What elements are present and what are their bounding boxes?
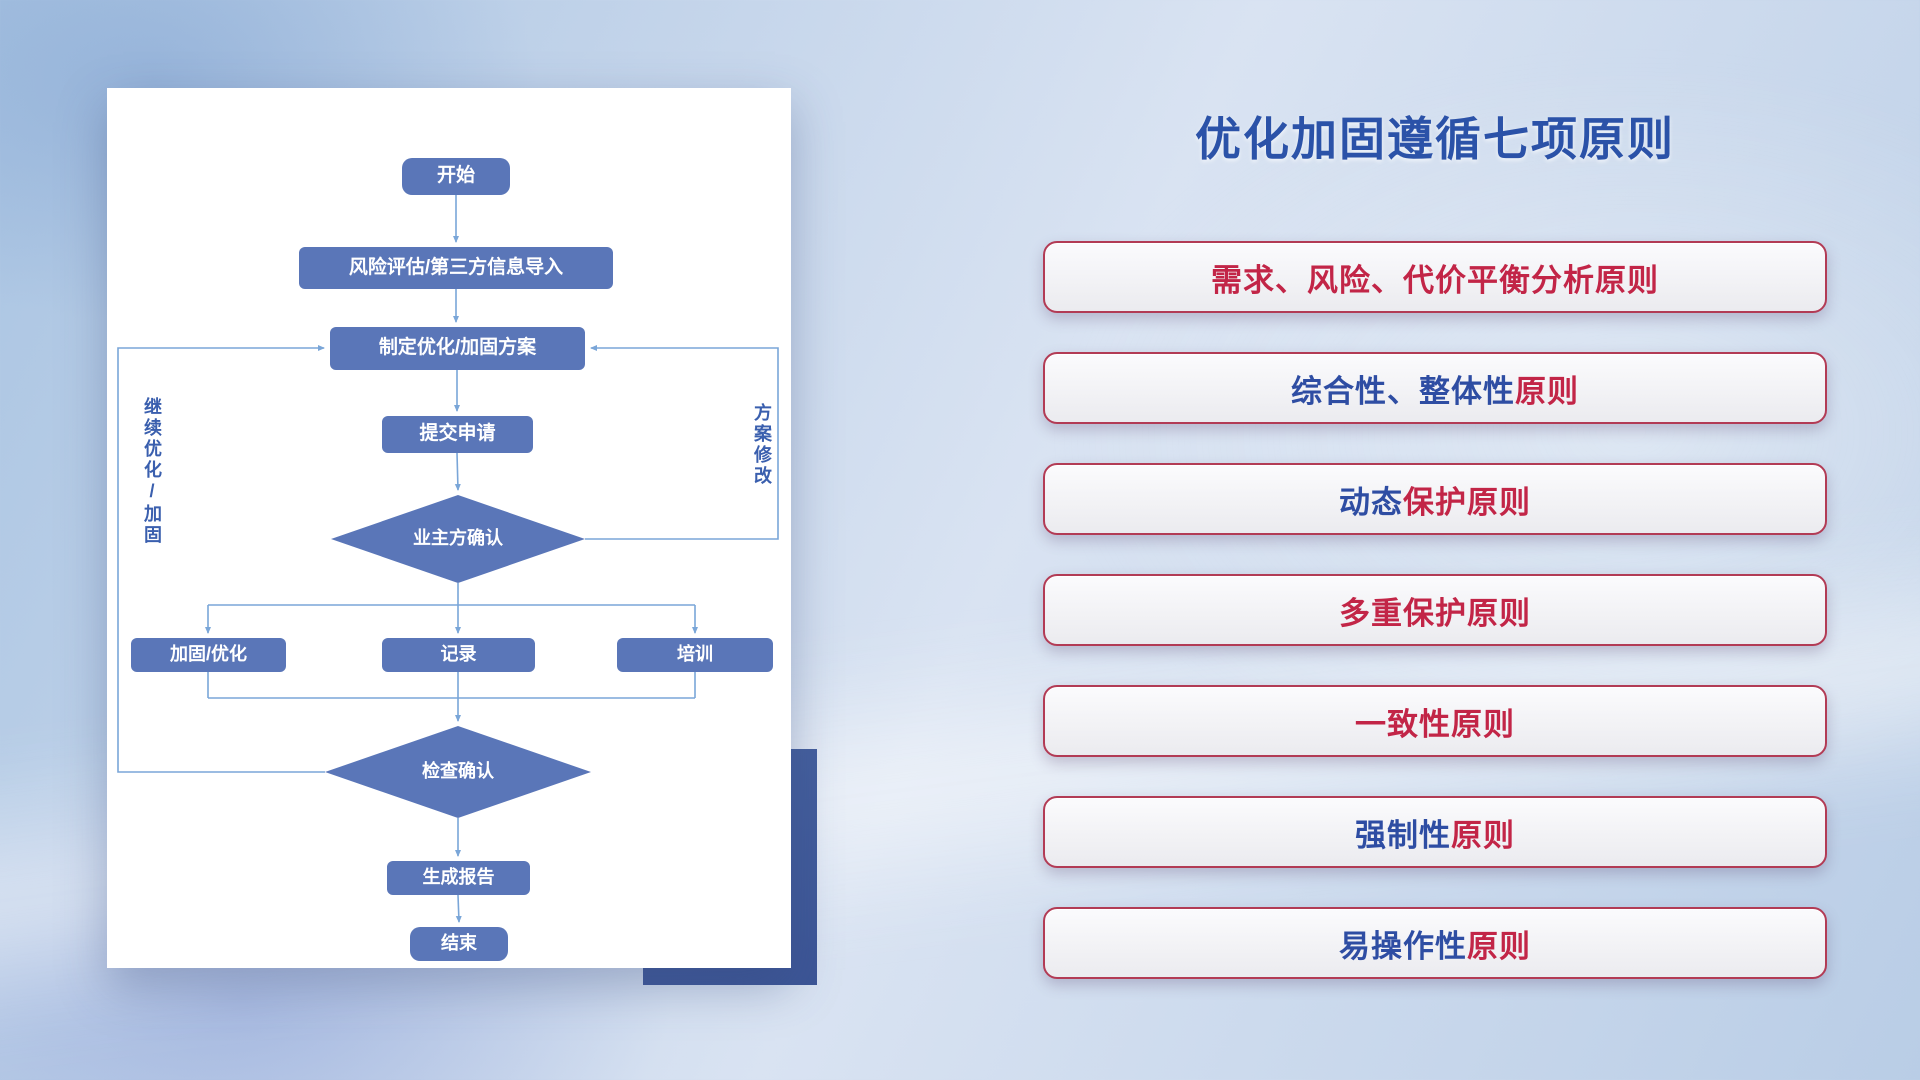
principle-box: 一致性原则	[1043, 685, 1827, 757]
principle-text: 一致性原则	[1355, 706, 1515, 742]
principle-text: 易操作性	[1339, 928, 1467, 964]
principle-text: 原则	[1515, 373, 1579, 409]
principle-box: 多重保护原则	[1043, 574, 1827, 646]
flow-node-start: 开始	[402, 158, 510, 195]
principle-box: 动态保护原则	[1043, 463, 1827, 535]
flow-node-end: 结束	[410, 927, 508, 961]
flow-node-make-plan: 制定优化/加固方案	[330, 327, 585, 370]
flow-node-harden: 加固/优化	[131, 638, 286, 672]
principle-text: 多重保护原则	[1339, 595, 1531, 631]
principle-text: 动态	[1339, 484, 1403, 520]
flowchart-card: 开始 风险评估/第三方信息导入 制定优化/加固方案 提交申请 业主方确认 加固/…	[107, 88, 791, 968]
flow-node-training: 培训	[617, 638, 773, 672]
principle-text: 综合性、整体性	[1291, 373, 1515, 409]
principle-box: 综合性、整体性原则	[1043, 352, 1827, 424]
principles-panel: 优化加固遵循七项原则 需求、风险、代价平衡分析原则综合性、整体性原则动态保护原则…	[1043, 112, 1827, 1018]
flow-label-continue-loop: 继续优化/加固	[142, 396, 162, 546]
panel-title: 优化加固遵循七项原则	[1195, 113, 1675, 165]
principle-text: 强制性	[1355, 817, 1451, 853]
flow-node-risk-import: 风险评估/第三方信息导入	[299, 247, 613, 289]
flow-node-report: 生成报告	[387, 861, 530, 895]
principle-text: 原则	[1451, 817, 1515, 853]
flow-node-submit: 提交申请	[382, 416, 533, 453]
principle-box: 强制性原则	[1043, 796, 1827, 868]
principle-box: 易操作性原则	[1043, 907, 1827, 979]
principle-box: 需求、风险、代价平衡分析原则	[1043, 241, 1827, 313]
flow-node-record: 记录	[382, 638, 535, 672]
flow-label-plan-modify: 方案修改	[752, 403, 772, 487]
principle-text: 保护原则	[1403, 484, 1531, 520]
principle-text: 需求、风险、代价平衡分析原则	[1211, 262, 1659, 298]
principles-list: 需求、风险、代价平衡分析原则综合性、整体性原则动态保护原则多重保护原则一致性原则…	[1043, 241, 1827, 979]
principle-text: 原则	[1467, 928, 1531, 964]
